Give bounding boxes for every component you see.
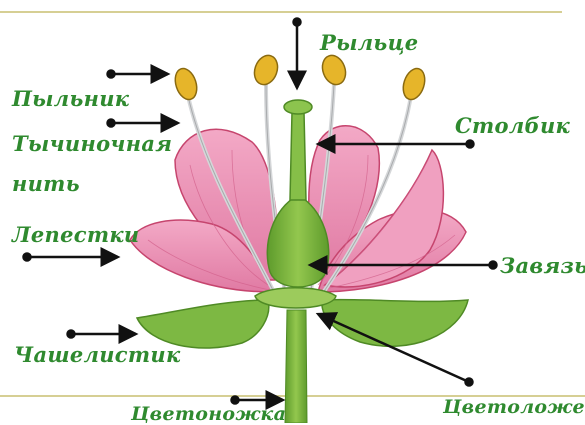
label-ovary: Завязь <box>500 255 585 276</box>
label-stigma: Рыльце <box>320 32 418 53</box>
arrow-petals <box>24 254 119 261</box>
arrow-anther <box>108 71 169 78</box>
stigma <box>284 100 312 114</box>
label-style: Столбик <box>455 115 570 136</box>
label-filament-line1: Тычиночная <box>12 133 172 154</box>
sepal-right <box>322 300 468 347</box>
receptacle <box>255 288 336 308</box>
style <box>290 112 306 200</box>
arrow-stigma <box>294 19 301 89</box>
pedicel-stem <box>285 310 307 423</box>
label-anther: Пыльник <box>12 88 129 109</box>
anthers <box>172 52 429 102</box>
label-sepal: Чашелистик <box>14 344 181 365</box>
arrow-filament <box>108 120 179 127</box>
sepal-left <box>137 300 269 348</box>
label-pedicel: Цветоножка <box>131 405 286 424</box>
label-filament-line2: нить <box>12 173 80 194</box>
label-petals: Лепестки <box>12 224 139 245</box>
label-receptacle: Цветоложе <box>443 398 585 417</box>
arrow-sepal <box>68 331 137 338</box>
